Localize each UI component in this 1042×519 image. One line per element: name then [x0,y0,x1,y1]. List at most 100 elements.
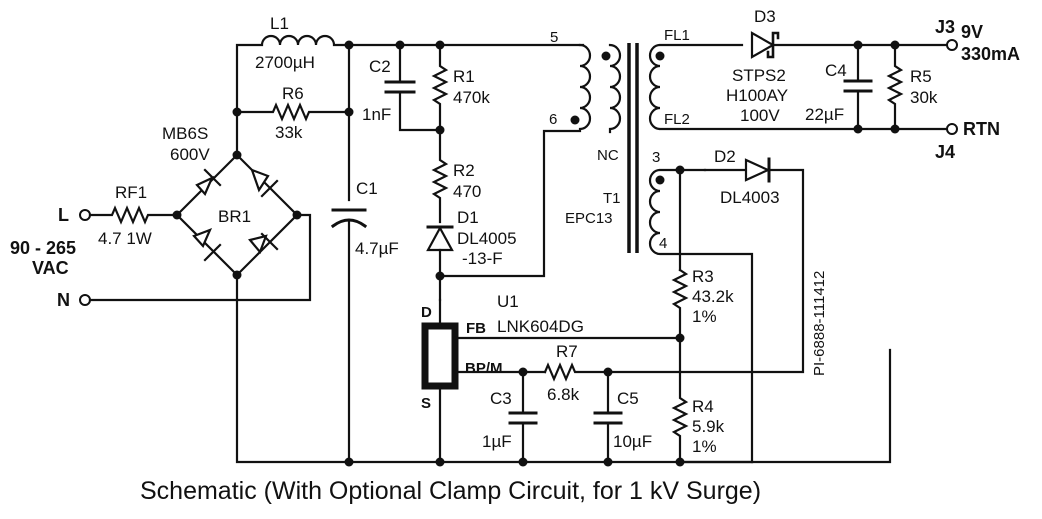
d2-ref: D2 [714,147,736,166]
r4-tolerance: 1% [692,437,717,456]
d3-schottky-diode: D3 STPS2 H100AY 100V [726,7,950,125]
d3-rating: 100V [740,106,780,125]
t1-nc: NC [597,147,619,164]
c2-ref: C2 [369,57,391,76]
r6-value: 33k [275,123,303,142]
c3-ref: C3 [490,389,512,408]
u1-ref: U1 [497,292,519,311]
output-terminals: J3 9V 330mA RTN J4 [935,17,1020,162]
t1-fl2: FL2 [664,111,690,128]
u1-part: LNK604DG [497,317,584,336]
c5-value: 10µF [613,432,652,451]
r2-ref: R2 [453,161,475,180]
r4-value: 5.9k [692,417,725,436]
c4-ref: C4 [825,61,847,80]
br1-diode-top-left [195,168,222,197]
r6-ref: R6 [282,84,304,103]
u1-pin-d: D [421,304,432,321]
output-current: 330mA [961,44,1020,64]
input-voltage-line1: 90 - 265 [10,238,76,258]
br1-rating: 600V [170,145,210,164]
l1-inductor: L1 2700µH [235,14,351,157]
r6-resistor: R6 33k [232,84,351,142]
input-voltage-line2: VAC [32,258,69,278]
c3-capacitor: C3 1µF [482,367,538,467]
c1-value: 4.7µF [355,239,399,258]
br1-ref: BR1 [218,207,251,226]
d1-diode: D1 DL4005 -13-F [426,208,517,302]
r7-resistor: R7 6.8k [543,342,610,404]
r5-ref: R5 [910,67,932,86]
c3-value: 1µF [482,432,512,451]
t1-fl1: FL1 [664,27,690,44]
r1-ref: R1 [453,67,475,86]
r3-value: 43.2k [692,287,734,306]
ground-return-wire [235,273,892,464]
br1-diode-top-right [250,168,279,198]
neutral-terminal-label: N [57,290,70,310]
c1-capacitor: C1 4.7µF [330,179,399,467]
r4-ref: R4 [692,397,714,416]
t1-pin3: 3 [652,149,660,166]
u1-pin-s: S [421,395,431,412]
r3-ref: R3 [692,267,714,286]
r7-value: 6.8k [547,385,580,404]
neutral-terminal [79,294,91,306]
l1-value: 2700µH [255,53,315,72]
r5-value: 30k [910,88,938,107]
t1-pin6: 6 [549,111,557,128]
line-terminal-label: L [58,205,69,225]
t1-core: EPC13 [565,210,613,227]
r3-resistor: R3 43.2k 1% [671,267,734,343]
output-voltage: 9V [961,22,983,42]
d1-part-line1: DL4005 [457,229,517,248]
d3-part-line1: STPS2 [732,66,786,85]
d3-part-line2: H100AY [726,86,788,105]
t1-transformer: 5 6 NC T1 EPC13 FL1 FL2 3 4 [549,27,950,464]
t1-ref: T1 [603,190,621,207]
rf1-fusible-resistor: RF1 4.7 1W [88,183,179,248]
t1-pin4: 4 [659,235,667,252]
j4-terminal [946,123,958,135]
br1-diode-bottom-right [248,232,279,255]
d1-ref: D1 [457,208,479,227]
c1-ref: C1 [356,179,378,198]
d2-diode: D2 DL4003 [606,147,805,374]
c5-capacitor: C5 10µF [593,367,652,467]
r1-value: 470k [453,88,490,107]
r2-resistor: R2 470 [431,128,481,224]
c2-capacitor: C2 1nF [362,43,442,132]
c4-capacitor: C4 22µF [805,40,873,134]
t1-pin5: 5 [550,29,558,46]
r7-ref: R7 [556,342,578,361]
d2-part: DL4003 [720,188,780,207]
u1-pin-bp: BP/M [465,360,503,377]
drain-winding-wire [438,129,582,278]
rf1-ref: RF1 [115,183,147,202]
l1-ref: L1 [270,14,289,33]
r3-tolerance: 1% [692,307,717,326]
r4-resistor: R4 5.9k 1% [671,336,725,467]
input-terminals: L 90 - 265 VAC N [10,205,91,310]
line-terminal [79,209,91,221]
r5-resistor: R5 30k [886,40,938,134]
j3-label: J3 [935,17,955,37]
c2-value: 1nF [362,105,391,124]
c4-value: 22µF [805,105,844,124]
rf1-value: 4.7 1W [98,229,152,248]
br1-diode-bottom-left [192,228,222,262]
u1-lnk604dg-ic: D S FB BP/M U1 LNK604DG [421,292,682,467]
c5-ref: C5 [617,389,639,408]
caption: Schematic (With Optional Clamp Circuit, … [140,477,761,505]
br1-bridge-rectifier: MB6S 600V BR1 [162,124,302,280]
r1-resistor: R1 470k [431,43,490,135]
u1-pin-fb: FB [466,320,486,337]
drawing-number: PI-6888-111412 [811,271,828,376]
j3-terminal [946,39,958,51]
j4-label: J4 [935,142,955,162]
d3-ref: D3 [754,7,776,26]
rtn-label: RTN [963,119,1000,139]
r2-value: 470 [453,182,481,201]
d1-part-line2: -13-F [462,249,503,268]
